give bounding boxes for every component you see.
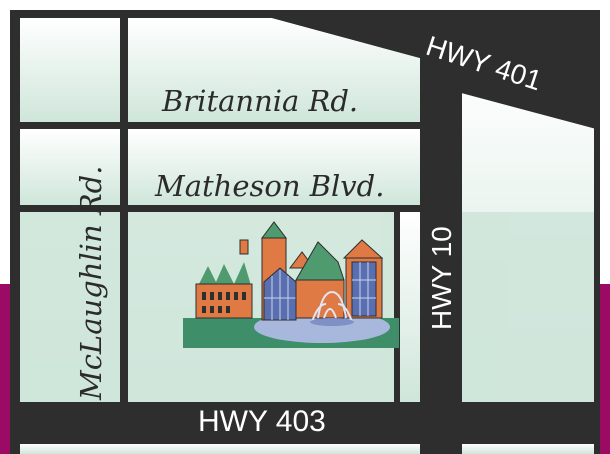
britannia-road-label: Britannia Rd. <box>162 84 359 118</box>
map-block-shading <box>20 212 594 402</box>
road-side-street <box>394 212 400 402</box>
hwy-10-label: HWY 10 <box>426 226 457 330</box>
road-hwy401 <box>272 18 600 130</box>
road-hwy403 <box>20 402 600 444</box>
road-matheson <box>20 205 420 212</box>
hwy-403-label: HWY 403 <box>198 405 326 438</box>
road-britannia <box>20 122 420 129</box>
road-mclaughlin <box>120 18 128 402</box>
matheson-blvd-label: Matheson Blvd. <box>155 169 385 203</box>
building-complex-icon <box>183 221 399 348</box>
mclaughlin-road-label: McLaughlin Rd. <box>74 165 108 400</box>
fountain-icon <box>311 290 353 323</box>
road-hwy10 <box>420 40 462 454</box>
roads <box>20 18 600 454</box>
